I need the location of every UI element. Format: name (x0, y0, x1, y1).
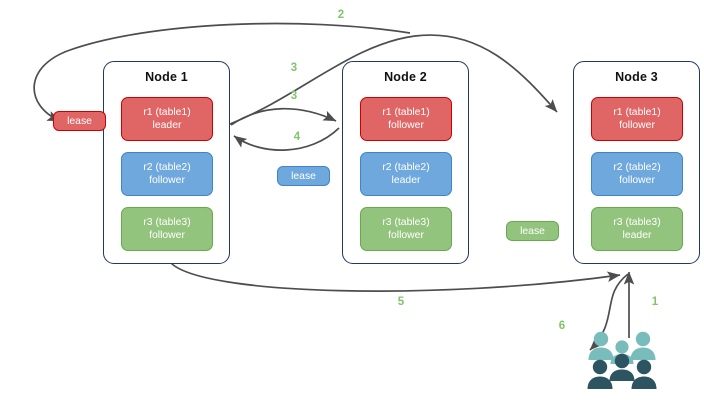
replica-role: follower (619, 120, 655, 131)
step-label-6: 6 (558, 320, 566, 332)
replica-name: r1 (table1) (613, 107, 661, 118)
node-2-replica-r3[interactable]: r3 (table3) follower (360, 207, 452, 251)
replica-role: follower (388, 230, 424, 241)
replica-name: r2 (table2) (613, 162, 661, 173)
step-label-4: 4 (293, 131, 301, 143)
step-label-2: 2 (337, 9, 345, 21)
users-group-icon (587, 331, 657, 389)
replica-role: leader (391, 175, 421, 186)
lease-badge-r2[interactable]: lease (277, 166, 330, 186)
node-1-replica-r1[interactable]: r1 (table1) leader (121, 97, 213, 141)
node-1-replica-r2[interactable]: r2 (table2) follower (121, 152, 213, 196)
node-3-replica-r2[interactable]: r2 (table2) follower (591, 152, 683, 196)
replica-name: r3 (table3) (143, 217, 191, 228)
step-label-3-upper: 3 (290, 62, 298, 74)
node-3-replica-r1[interactable]: r1 (table1) follower (591, 97, 683, 141)
replica-role: follower (619, 175, 655, 186)
step-label-5: 5 (397, 296, 405, 308)
edge-step-3-to-node2 (230, 107, 337, 126)
replica-role: leader (622, 230, 652, 241)
node-3-title: Node 3 (615, 70, 658, 84)
replica-role: follower (388, 120, 424, 131)
node-2-title: Node 2 (384, 70, 427, 84)
node-2-replica-r1[interactable]: r1 (table1) follower (360, 97, 452, 141)
lease-badge-r1[interactable]: lease (53, 111, 106, 131)
node-2-replica-r2[interactable]: r2 (table2) leader (360, 152, 452, 196)
replica-name: r3 (table3) (382, 217, 430, 228)
replica-role: leader (152, 120, 182, 131)
replica-name: r3 (table3) (613, 217, 661, 228)
edge-step-5 (169, 261, 621, 292)
lease-badge-r3[interactable]: lease (506, 221, 559, 241)
replica-role: follower (149, 175, 185, 186)
step-label-3-lower: 3 (290, 90, 298, 102)
replica-name: r2 (table2) (382, 162, 430, 173)
replica-name: r1 (table1) (382, 107, 430, 118)
step-label-1: 1 (651, 296, 659, 308)
replica-name: r2 (table2) (143, 162, 191, 173)
replica-role: follower (149, 230, 185, 241)
node-3-replica-r3[interactable]: r3 (table3) leader (591, 207, 683, 251)
node-1-title: Node 1 (145, 70, 188, 84)
node-1-replica-r3[interactable]: r3 (table3) follower (121, 207, 213, 251)
replica-name: r1 (table1) (143, 107, 191, 118)
